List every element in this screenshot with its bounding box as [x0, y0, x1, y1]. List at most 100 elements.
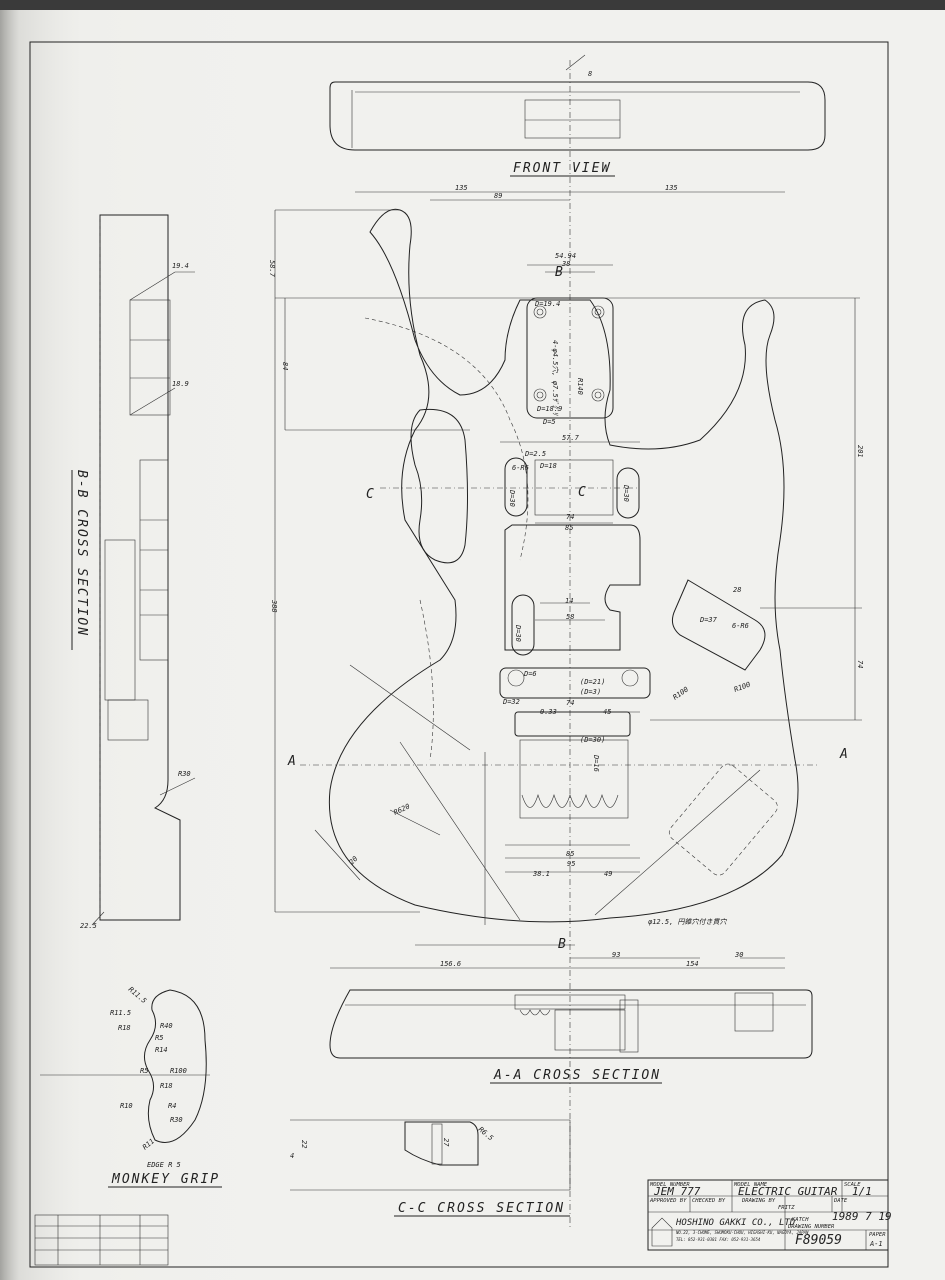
- dim-d5: D=5: [542, 418, 556, 426]
- cc-cross-section: 22 27 R6.5 4 C-C CROSS SECTION: [290, 1119, 571, 1217]
- tb-approved-label: APPROVED BY: [649, 1198, 687, 1204]
- section-mark-c-right: C: [578, 485, 588, 500]
- dim-d32: D=32: [502, 698, 520, 706]
- front-view-label: FRONT VIEW: [513, 161, 611, 176]
- tb-date-label: DATE: [833, 1198, 848, 1204]
- body-outline: [328, 208, 799, 923]
- dim-hole-note: φ12.5, 円錐穴付き貫穴: [648, 918, 728, 926]
- tb-model-number-label: MODEL NUMBER: [649, 1182, 690, 1188]
- section-mark-b-top: B: [555, 265, 565, 280]
- bb-section-label: B-B CROSS SECTION: [74, 470, 89, 637]
- tb-model-name-label: MODEL NAME: [733, 1182, 768, 1188]
- bb-cross-section: 19.4 18.9 R30 22.5 B-B CROSS SECTION: [71, 214, 196, 930]
- middle-pickup-ear: [511, 594, 535, 656]
- dim-6-r6-b: 6-R6: [732, 622, 749, 630]
- monkey-grip-label: MONKEY GRIP: [111, 1172, 220, 1187]
- dim-d30-c: D=30: [514, 624, 522, 642]
- tb-drawn-label: DRAWING BY: [741, 1198, 776, 1204]
- dim-d30-a: D=30: [508, 489, 516, 507]
- dim-54-94: 54.94: [555, 252, 576, 260]
- aa-section-label: A-A CROSS SECTION: [493, 1068, 661, 1083]
- middle-pickup-route: [504, 524, 641, 651]
- title-block: MODEL NUMBER JEM 777 MODEL NAME ELECTRIC…: [647, 1179, 892, 1251]
- section-mark-c-left: C: [366, 487, 376, 502]
- tremolo-spring-slots: [521, 794, 619, 808]
- dim-bb-18-9: 18.9: [172, 380, 189, 388]
- grip-r14: R14: [155, 1046, 168, 1054]
- grip-r18-b: R18: [160, 1082, 173, 1090]
- dim-49: 49: [604, 870, 612, 878]
- section-mark-b-bottom: B: [558, 937, 568, 952]
- tb-paper-label: PAPER: [869, 1232, 886, 1238]
- dim-d21: (D=21): [580, 678, 605, 686]
- dim-30: 30: [734, 951, 743, 959]
- dim-d18: D=18: [539, 462, 557, 470]
- dim-57-7: 57.7: [562, 434, 580, 442]
- dim-38: 38: [561, 260, 570, 268]
- neck-pickup-ear-right: [616, 467, 640, 519]
- dim-201: 201: [856, 445, 864, 458]
- revision-table: [34, 1214, 169, 1266]
- dim-bb-19-4: 19.4: [172, 262, 189, 270]
- tb-checked-label: CHECKED BY: [692, 1198, 726, 1204]
- sheet-border: [29, 41, 889, 1268]
- dim-85: 85: [565, 524, 573, 532]
- rear-cavity: [668, 763, 778, 876]
- dim-d16: D=16: [592, 754, 600, 772]
- tb-scale: 1/1: [852, 1185, 872, 1198]
- cc-dim-27: 27: [442, 1138, 450, 1147]
- tb-scale-label: SCALE: [844, 1182, 861, 1188]
- dim-r140: R140: [576, 378, 584, 395]
- neck-pickup-route: [534, 459, 614, 516]
- tb-address: NO.22, 3-CHOME, SHUMOKU-CHOU, HIGASHI-KU…: [675, 1230, 809, 1235]
- dim-135-right: 135: [665, 184, 678, 192]
- tremolo-plate-route: [499, 667, 651, 699]
- neck-pickup-ear-left: [504, 457, 528, 517]
- cc-section-label: C-C CROSS SECTION: [398, 1201, 565, 1216]
- dim-14: 14: [565, 597, 573, 605]
- dim-85-b: 85: [566, 850, 574, 858]
- dim-bb-22-5: 22.5: [80, 922, 97, 930]
- binding-shadow: [0, 0, 320, 1280]
- dim-d3: (D=3): [580, 688, 601, 696]
- grip-r5-a: R5: [155, 1034, 163, 1042]
- dim-58-7: 58.7: [268, 260, 276, 278]
- tb-drawing-number-label: DRAWING NUMBER: [787, 1224, 835, 1230]
- dim-20: 20: [348, 855, 360, 867]
- dim-154: 154: [686, 960, 699, 968]
- body-plan: A A B B C C 135 135 89 54.94 38 58.7 84 …: [268, 184, 864, 969]
- dim-89: 89: [494, 192, 502, 200]
- dim-d19-4: D=19.4: [534, 300, 560, 308]
- dim-28: 28: [733, 586, 741, 594]
- tb-drawn-by-1: FRITZ: [778, 1205, 795, 1211]
- dim-d37: D=37: [699, 616, 718, 624]
- grip-r10: R10: [120, 1102, 133, 1110]
- section-mark-a-left: A: [287, 754, 298, 769]
- dim-74-b: 74: [566, 699, 574, 707]
- cc-dim-4: 4: [290, 1152, 294, 1160]
- dim-0-33: 0.33: [540, 708, 557, 716]
- dim-d6: D=6: [523, 670, 537, 678]
- company-logo: [651, 1217, 673, 1247]
- dim-135-left: 135: [455, 184, 468, 192]
- tb-drawing-number: F89059: [795, 1233, 842, 1248]
- dim-front-8: 8: [588, 70, 592, 78]
- dim-388: 388: [270, 599, 278, 613]
- dim-156-6: 156.6: [440, 960, 461, 968]
- dim-d30-b: D=30: [622, 484, 630, 502]
- dim-bb-r30: R30: [178, 770, 191, 778]
- front-view: 8 FRONT VIEW: [329, 54, 826, 177]
- dim-74-right: 74: [856, 660, 864, 668]
- tb-paper: A-1: [869, 1240, 883, 1248]
- dim-38-1: 38.1: [532, 870, 550, 878]
- grip-r100: R100: [170, 1067, 187, 1075]
- grip-r5-b: R5: [140, 1067, 148, 1075]
- dim-d18-9: D=18.9: [536, 405, 562, 413]
- aa-cross-section: A-A CROSS SECTION: [329, 989, 813, 1084]
- dim-d2-5: D=2.5: [524, 450, 546, 458]
- dim-bolt-note: 4-φ4.5穴, φ7.5ｻﾞｸﾞﾘ: [551, 340, 559, 417]
- dim-74-a: 74: [566, 513, 574, 521]
- dim-93: 93: [612, 951, 620, 959]
- section-mark-a-right: A: [839, 747, 850, 762]
